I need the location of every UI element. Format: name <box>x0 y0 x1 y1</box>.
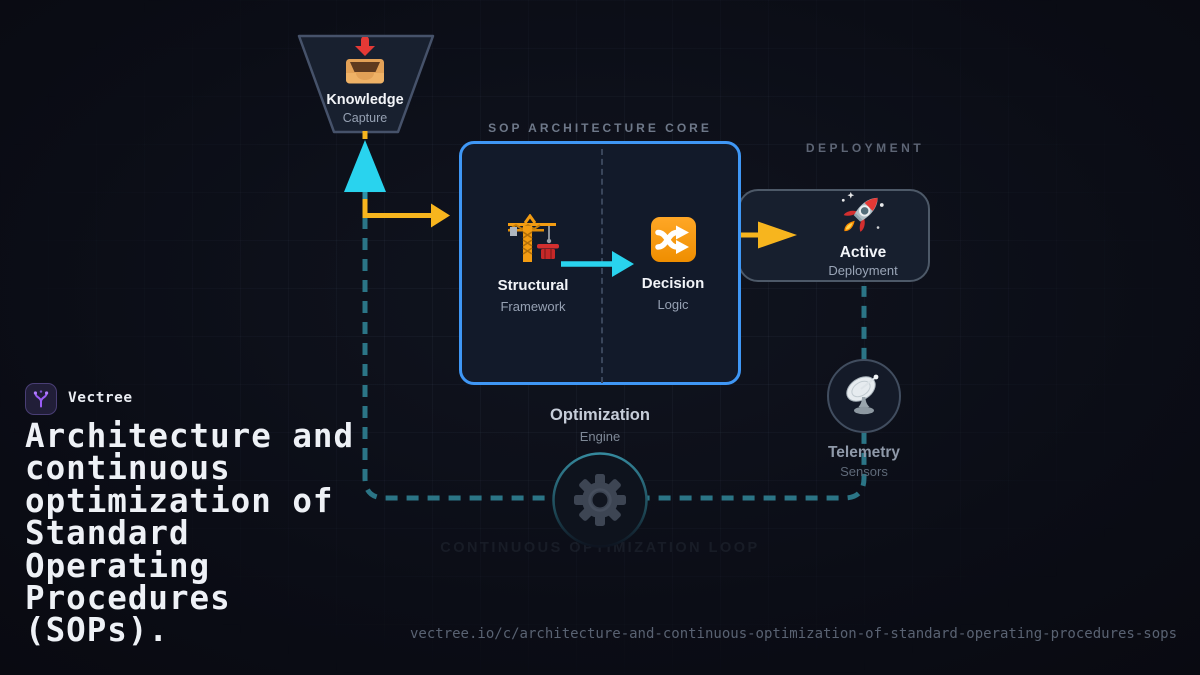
core-section-label: SOP ARCHITECTURE CORE <box>488 121 712 135</box>
vectree-branch-icon <box>33 390 49 408</box>
inbox-tray-icon <box>346 37 384 84</box>
optimization-engine-node[interactable] <box>551 451 649 549</box>
active-deployment-subtitle: Deployment <box>828 263 898 279</box>
telemetry-subtitle: Sensors <box>840 464 888 480</box>
optimization-labels: Optimization Engine <box>510 405 690 446</box>
decision-logic-module[interactable]: Decision Logic <box>608 216 738 314</box>
telemetry-labels: Telemetry Sensors <box>804 443 924 481</box>
decision-logic-subtitle: Logic <box>657 296 689 312</box>
sop-core-box[interactable]: Structural Framework Decision Logic <box>459 141 741 385</box>
brand-name: Vectree <box>68 390 133 406</box>
shuffle-icon <box>650 217 696 262</box>
structural-framework-subtitle: Framework <box>500 298 566 314</box>
capture-to-core-arrow <box>362 199 431 218</box>
optimization-subtitle: Engine <box>579 428 621 444</box>
satellite-dish-icon <box>846 374 879 415</box>
knowledge-capture-subtitle: Capture <box>342 111 388 126</box>
footer-url[interactable]: vectree.io/c/architecture-and-continuous… <box>409 626 1177 642</box>
core-divider-dashed <box>601 149 603 383</box>
vectree-logo <box>25 383 57 415</box>
knowledge-capture-funnel-shape[interactable] <box>296 33 436 135</box>
structural-framework-module[interactable]: Structural Framework <box>468 214 598 316</box>
optimization-title: Optimization <box>550 406 650 424</box>
knowledge-capture-title: Knowledge <box>326 92 404 108</box>
decision-logic-title: Decision <box>641 275 705 292</box>
active-deployment-title: Active <box>839 243 887 261</box>
construction-crane-icon <box>508 214 559 262</box>
telemetry-sensors-node[interactable] <box>827 359 901 433</box>
rocket-icon <box>841 191 884 232</box>
telemetry-title: Telemetry <box>827 444 901 461</box>
loop-up-arrowhead <box>344 140 386 192</box>
gear-icon <box>574 474 626 526</box>
deployment-section-label: DEPLOYMENT <box>805 141 925 155</box>
structural-framework-title: Structural <box>497 277 569 294</box>
knowledge-capture-node[interactable]: Knowledge Capture <box>300 91 430 126</box>
page-title: Architecture and continuous optimization… <box>25 417 355 650</box>
active-deployment-node[interactable]: Active Deployment <box>738 189 930 282</box>
loop-watermark-text: CONTINUOUS OPTIMIZATION LOOP <box>440 540 760 556</box>
